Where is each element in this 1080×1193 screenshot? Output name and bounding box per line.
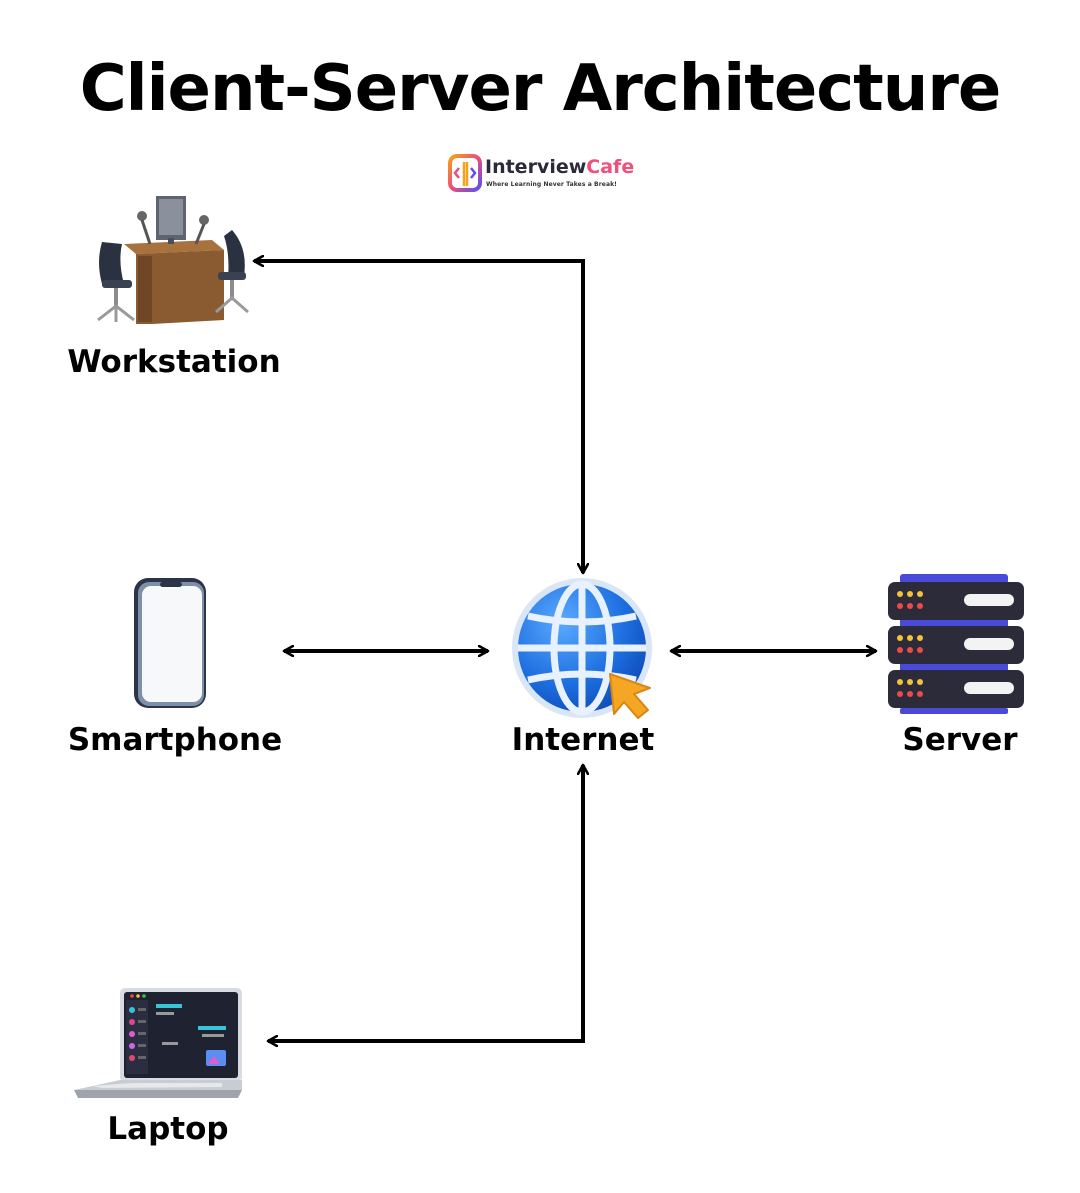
brand-tagline: Where Learning Never Takes a Break! [486, 181, 618, 188]
node-label-laptop: Laptop [107, 1111, 229, 1147]
smartphone-icon [134, 578, 206, 708]
diagram-title: Client-Server Architecture [79, 52, 1002, 126]
globe-cursor-icon [512, 578, 652, 719]
brand-logo: InterviewCafe Where Learning Never Takes… [448, 150, 648, 200]
node-label-server: Server [902, 722, 1018, 758]
brand-name-part2: Cafe [586, 156, 635, 178]
brand-name-part1: Interview [485, 156, 587, 178]
workstation-desk-icon [97, 196, 249, 324]
server-rack-icon [888, 574, 1024, 714]
interviewcafe-logo-icon [448, 154, 482, 192]
node-label-workstation: Workstation [67, 344, 281, 380]
node-label-internet: Internet [511, 722, 655, 758]
brand-name: InterviewCafe [485, 156, 634, 178]
edge-internet-laptop [268, 765, 583, 1041]
edge-internet-workstation [254, 261, 583, 573]
laptop-icon [74, 988, 242, 1098]
node-label-smartphone: Smartphone [67, 722, 283, 758]
